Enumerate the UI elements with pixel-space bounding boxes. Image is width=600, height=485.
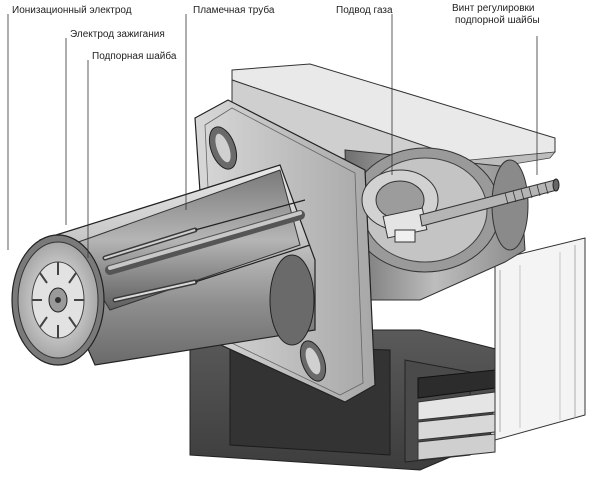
label-adjust-screw-line2: подпорной шайбы xyxy=(455,15,540,26)
ignition-electrode-rod xyxy=(112,244,311,303)
label-flame-tube: Пламечная труба xyxy=(193,5,275,16)
leader-lines xyxy=(7,14,538,258)
label-gas-inlet: Подвод газа xyxy=(336,5,393,16)
ionization-electrode-rod xyxy=(102,199,306,261)
flame-tube xyxy=(39,164,316,366)
baffle-disc xyxy=(11,234,105,366)
gas-pipe-inner xyxy=(105,210,305,275)
housing-side-panel xyxy=(494,237,586,441)
air-intake-louvres xyxy=(417,369,496,461)
label-ionization-electrode: Ионизационный электрод xyxy=(12,5,132,16)
label-adjust-screw-line1: Винт регулировки xyxy=(452,3,535,14)
label-baffle-disc: Подпорная шайба xyxy=(92,51,177,62)
gas-inlet-assembly xyxy=(361,169,439,243)
baffle-adjustment-screw xyxy=(419,178,560,227)
label-ignition-electrode: Электрод зажигания xyxy=(70,29,165,40)
